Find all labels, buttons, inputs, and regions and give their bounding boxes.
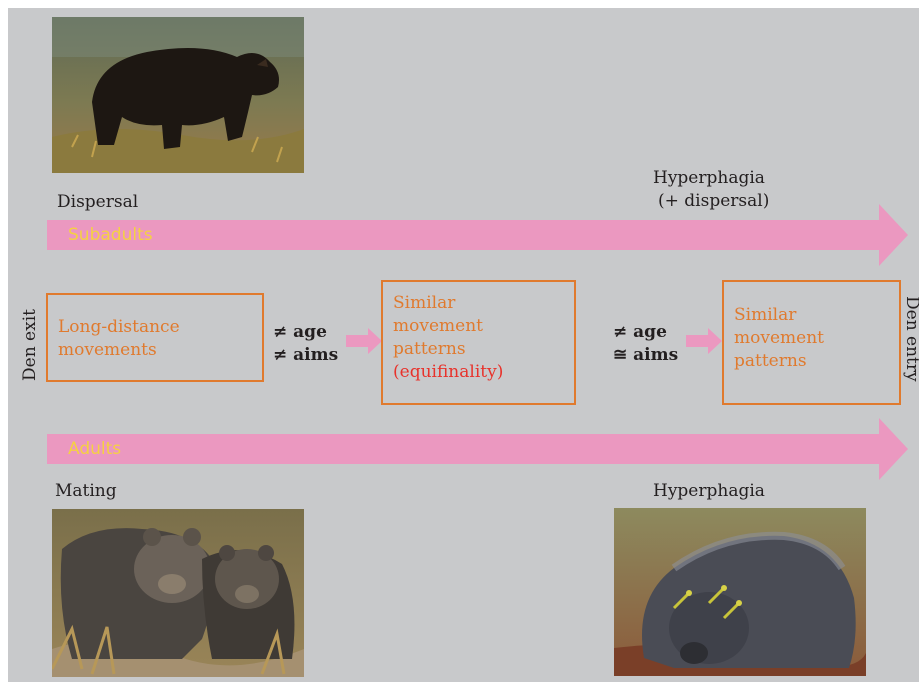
hyperphagia-dispersal-label-line1: Hyperphagia	[653, 168, 765, 188]
equifinality-label: (equifinality)	[393, 362, 504, 382]
hyperphagia-dispersal-label-line2: (+ dispersal)	[658, 191, 770, 211]
den-exit-label: Den exit	[20, 309, 40, 381]
box1-line1: Long-distance	[58, 317, 180, 337]
comparison-1-line1: ≠ age	[273, 322, 327, 342]
bear-walking-photo	[52, 17, 304, 173]
bear-foraging-photo	[614, 508, 866, 676]
box3-line3: patterns	[734, 351, 807, 371]
similar-movement-patterns-box-1: Similar movement patterns (equifinality)	[381, 280, 576, 405]
comparison-2-line1: ≠ age	[613, 322, 667, 342]
adults-arrow	[47, 418, 908, 480]
box2-line2: movement	[393, 316, 483, 336]
small-arrow-1	[346, 328, 382, 354]
box3-line2: movement	[734, 328, 824, 348]
two-bears-photo	[52, 509, 304, 677]
comparison-2-line2: ≅ aims	[613, 345, 679, 365]
small-arrow-2	[686, 328, 722, 354]
subadults-arrow-label: Subadults	[68, 225, 153, 245]
adults-arrow-label: Adults	[68, 439, 122, 459]
box2-line1: Similar	[393, 293, 456, 313]
comparison-1-line2: ≠ aims	[273, 345, 339, 365]
subadults-arrow	[47, 204, 908, 266]
hyperphagia-label: Hyperphagia	[653, 481, 765, 501]
similar-movement-patterns-box-2: Similar movement patterns	[722, 280, 901, 405]
box3-line1: Similar	[734, 305, 797, 325]
box2-line3: patterns	[393, 339, 466, 359]
mating-label: Mating	[55, 481, 117, 501]
box1-line2: movements	[58, 340, 157, 360]
dispersal-label: Dispersal	[57, 192, 139, 212]
den-entry-label: Den entry	[902, 296, 919, 382]
long-distance-movements-box: Long-distance movements	[46, 293, 264, 382]
